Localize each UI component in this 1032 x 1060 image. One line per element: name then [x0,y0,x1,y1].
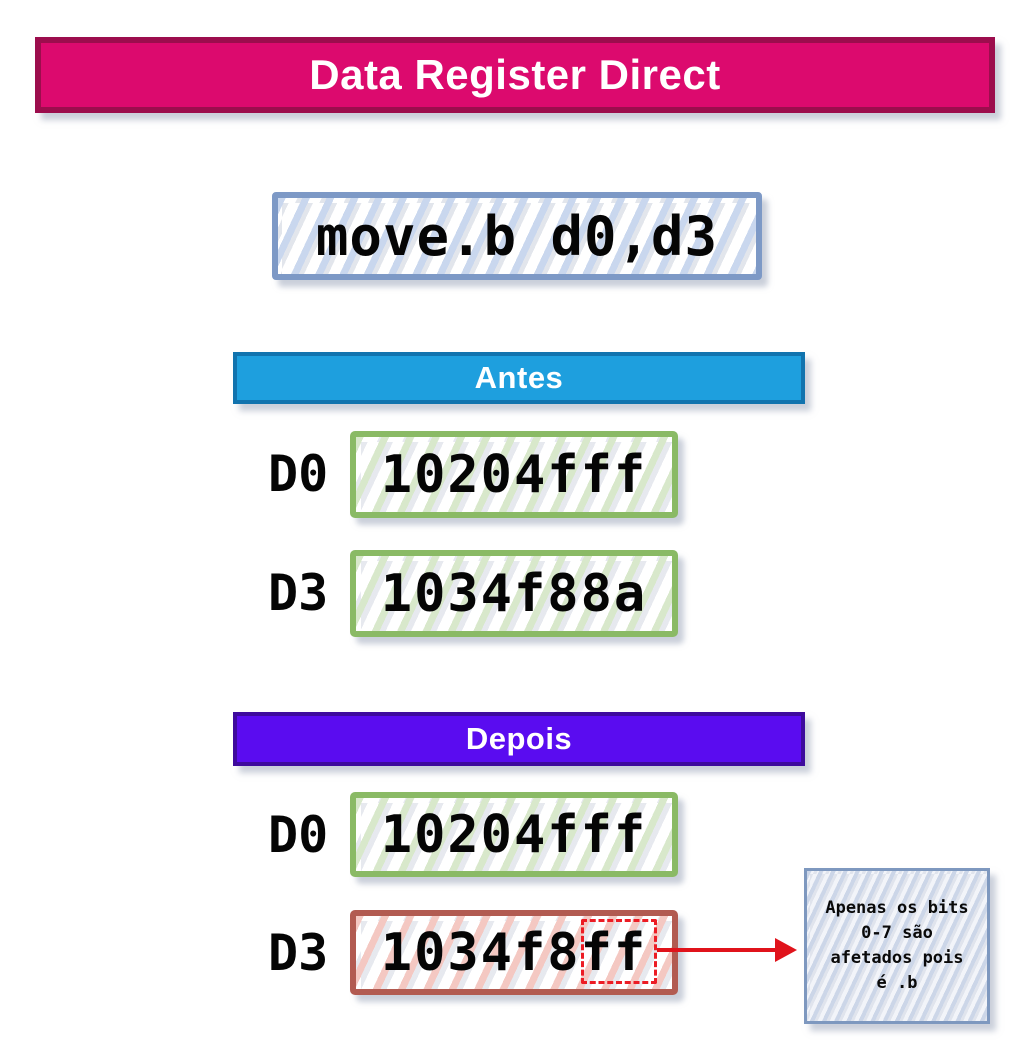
register-box-d0-antes: 10204fff [350,431,678,518]
register-label-d3-antes: D3 [268,564,329,622]
register-label-d0-depois: D0 [268,806,329,864]
arrow-head-icon [775,938,797,962]
section-header-depois: Depois [233,712,805,766]
arrow-line [657,948,779,952]
register-value-d3-antes: 1034f88a [380,563,648,624]
register-value-d0-antes: 10204fff [380,444,648,505]
byte-highlight-box [581,919,657,984]
instruction-box: move.b d0,d3 [272,192,762,280]
instruction-text: move.b d0,d3 [315,204,719,268]
register-value-d3-depois: 1034f8ff [380,922,648,983]
register-value-d0-depois: 10204fff [380,804,648,865]
section-label-antes: Antes [474,360,564,395]
register-box-d0-depois: 10204fff [350,792,678,877]
annotation-box: Apenas os bits 0-7 são afetados pois é .… [804,868,990,1024]
register-box-d3-depois: 1034f8ff [350,910,678,995]
section-label-depois: Depois [465,721,573,756]
annotation-text: Apenas os bits 0-7 são afetados pois é .… [825,898,969,993]
page-title: Data Register Direct [309,51,721,98]
title-bar: Data Register Direct [35,37,995,113]
register-label-d3-depois: D3 [268,924,329,982]
register-label-d0-antes: D0 [268,445,329,503]
register-box-d3-antes: 1034f88a [350,550,678,637]
section-header-antes: Antes [233,352,805,404]
